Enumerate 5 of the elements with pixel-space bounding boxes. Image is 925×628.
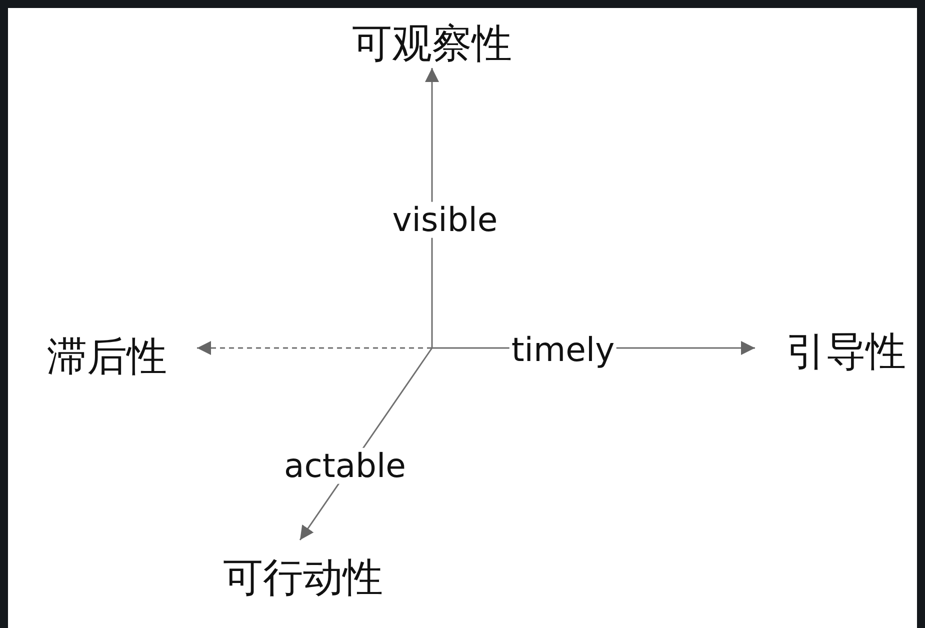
axis-label: 可行动性 bbox=[223, 556, 383, 600]
axis-label: 引导性 bbox=[786, 330, 906, 374]
arrow bbox=[197, 341, 432, 355]
axis-label: 可观察性 bbox=[352, 22, 512, 66]
axis-label: 滞后性 bbox=[47, 335, 167, 379]
